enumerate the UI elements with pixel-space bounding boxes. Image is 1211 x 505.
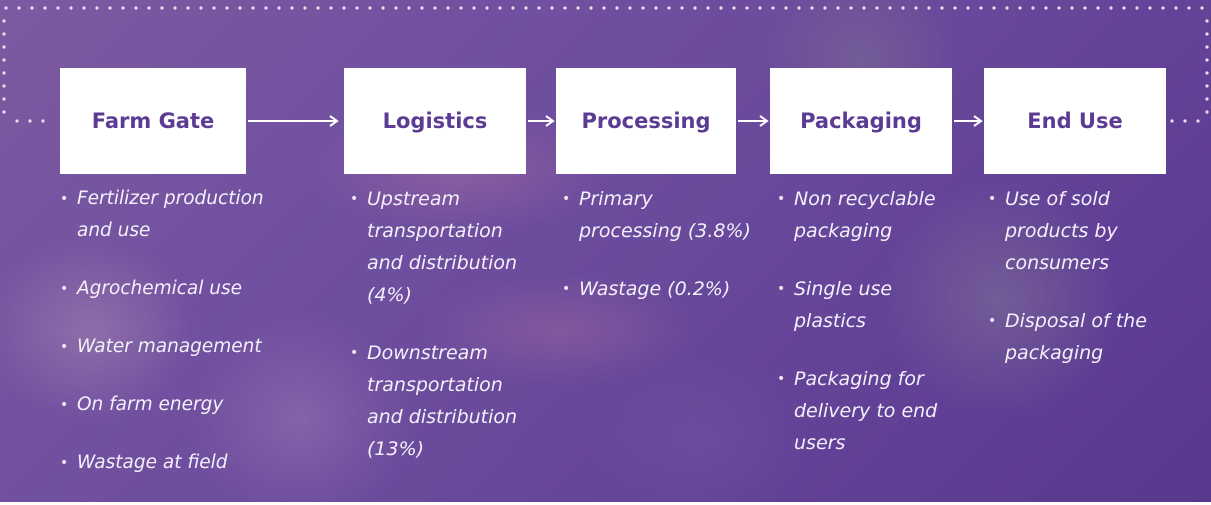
list-item: Fertilizer production and use	[60, 183, 292, 247]
list-item: Downstream transportation and distributi…	[350, 337, 540, 465]
list-item: Agrochemical use	[60, 273, 292, 305]
processing-items: Primary processing (3.8%) Wastage (0.2%)	[562, 183, 752, 331]
stage-box-farm-gate: Farm Gate	[60, 68, 246, 174]
stage-box-processing: Processing	[556, 68, 736, 174]
stage-box-packaging: Packaging	[770, 68, 952, 174]
arrow-right-icon	[738, 115, 769, 127]
packaging-items: Non recyclable packaging Single use plas…	[777, 183, 957, 485]
value-chain-flow: Farm Gate Logistics Processing Packaging…	[60, 68, 1170, 174]
farm-gate-items: Fertilizer production and use Agrochemic…	[60, 183, 292, 505]
stage-label: Processing	[581, 109, 711, 133]
stage-box-logistics: Logistics	[344, 68, 526, 174]
list-item: Water management	[60, 331, 292, 363]
arrow-right-icon	[248, 115, 339, 127]
stage-label: End Use	[1027, 109, 1123, 133]
arrow-right-icon	[528, 115, 555, 127]
stage-label: Logistics	[382, 109, 488, 133]
stage-label: Farm Gate	[91, 109, 215, 133]
list-item: On farm energy	[60, 389, 292, 421]
logistics-items: Upstream transportation and distribution…	[350, 183, 540, 491]
list-item: Wastage at field	[60, 447, 292, 479]
list-item: Primary processing (3.8%)	[562, 183, 752, 247]
end-use-items: Use of sold products by consumers Dispos…	[988, 183, 1178, 395]
list-item: Single use plastics	[777, 273, 957, 337]
list-item: Use of sold products by consumers	[988, 183, 1178, 279]
list-item: Upstream transportation and distribution…	[350, 183, 540, 311]
arrow-right-icon	[954, 115, 983, 127]
list-item: Non recyclable packaging	[777, 183, 957, 247]
stage-box-end-use: End Use	[984, 68, 1166, 174]
stage-label: Packaging	[800, 109, 922, 133]
list-item: Packaging for delivery to end users	[777, 363, 957, 459]
list-item: Disposal of the packaging	[988, 305, 1178, 369]
list-item: Wastage (0.2%)	[562, 273, 752, 305]
